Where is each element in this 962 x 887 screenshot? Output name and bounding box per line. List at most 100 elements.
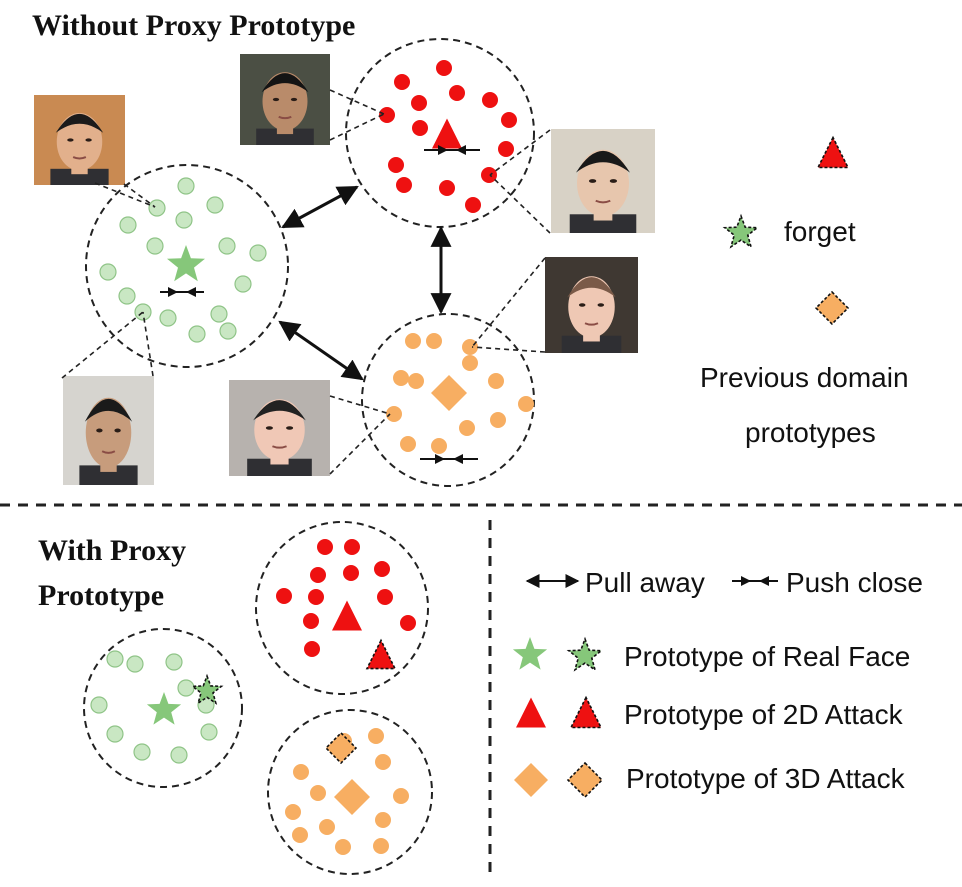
sample-dot (400, 615, 416, 631)
pull-away-label: Pull away (585, 567, 705, 598)
photo-eye (286, 426, 294, 430)
sample-dot (165, 653, 183, 671)
sample-dot (218, 237, 236, 255)
sample-dot (386, 406, 402, 422)
diamond-icon (324, 731, 358, 765)
sample-dot (368, 728, 384, 744)
sample-dot (379, 107, 395, 123)
sample-dot (375, 812, 391, 828)
photo-mouth (595, 199, 611, 204)
sample-dot (498, 141, 514, 157)
sample-dot (118, 287, 136, 305)
sample-dot (426, 333, 442, 349)
photo-face (56, 113, 103, 171)
face-photo-icon (63, 376, 154, 485)
sample-dot (146, 237, 164, 255)
cluster-boundary (361, 313, 535, 487)
arrowhead (438, 145, 448, 155)
cluster-boundary (83, 628, 243, 788)
photo-mouth (101, 450, 116, 454)
photo-eye (67, 138, 74, 142)
sample-dot (317, 539, 333, 555)
photo-hair (55, 113, 104, 133)
sample-dot (133, 743, 151, 761)
photo-mouth (278, 115, 292, 120)
photo-eye (578, 303, 586, 307)
arrowhead (186, 287, 196, 297)
sample-dot (106, 650, 124, 668)
leader-lines (61, 89, 551, 475)
sample-dot (200, 723, 218, 741)
title-without-proxy: Without Proxy Prototype (32, 9, 355, 42)
diamond-icon (814, 290, 850, 326)
sample-dot (439, 180, 455, 196)
photo-face (568, 276, 615, 338)
triangle-icon (365, 638, 397, 670)
sample-dot (210, 305, 228, 323)
sample-dot (249, 244, 267, 262)
face-photo-icon (545, 257, 638, 353)
triangle-icon (816, 135, 850, 169)
sample-dot (293, 764, 309, 780)
title-with-proxy-line1: With Proxy (38, 534, 186, 567)
sample-dot (159, 309, 177, 327)
cluster-2d-top (345, 38, 535, 228)
photo-hair (253, 400, 306, 421)
arrowhead (453, 454, 463, 464)
photo-shoulders (561, 335, 622, 353)
photo-shoulders (79, 465, 138, 485)
photo-hair (84, 398, 133, 422)
sample-dot (501, 112, 517, 128)
sample-dot (319, 819, 335, 835)
photo-shoulders (569, 214, 637, 233)
star-icon (167, 245, 205, 282)
sample-dot (490, 412, 506, 428)
sample-dot (335, 839, 351, 855)
photo-face (85, 397, 132, 468)
sample-dot (405, 333, 421, 349)
arrowhead (168, 287, 178, 297)
diamond-icon (514, 763, 548, 797)
photo-eye (114, 428, 121, 433)
face-photo-icon (551, 129, 655, 233)
star-icon (146, 692, 182, 725)
sample-dot (393, 370, 409, 386)
photo-shoulders (256, 128, 314, 145)
photo-eye (597, 303, 605, 307)
bottom-legend (512, 574, 778, 799)
sample-dot (344, 539, 360, 555)
cluster-3d-top (361, 313, 535, 487)
sample-dot (310, 567, 326, 583)
forget-label: forget (784, 216, 856, 247)
sample-dot (465, 197, 481, 213)
diamond-icon (566, 761, 604, 799)
sample-dot (304, 641, 320, 657)
cluster-real-bottom (83, 628, 243, 788)
photo-shoulders (50, 168, 109, 185)
sample-dot (106, 725, 124, 743)
sample-dot (170, 746, 188, 764)
pull-away-arrow-real-2d (281, 185, 359, 229)
photo-eye (272, 97, 280, 102)
sample-dot (206, 196, 224, 214)
title-with-proxy-line2: Prototype (38, 579, 164, 612)
sample-dot (518, 396, 534, 412)
sample-dot (234, 275, 252, 293)
previous-domain-legend (722, 135, 850, 326)
photo-face (577, 149, 629, 217)
photo-shoulders (247, 458, 312, 476)
sample-dot (285, 804, 301, 820)
sample-dot (292, 827, 308, 843)
face-photo-icon (240, 54, 330, 145)
photo-face (262, 72, 308, 131)
sample-dot (481, 167, 497, 183)
sample-dot (396, 177, 412, 193)
photo-hair (575, 150, 631, 173)
sample-dot (488, 373, 504, 389)
sample-dot (177, 177, 195, 195)
sample-dot (375, 754, 391, 770)
real-face-legend-label: Prototype of Real Face (624, 641, 910, 672)
sample-dot (482, 92, 498, 108)
